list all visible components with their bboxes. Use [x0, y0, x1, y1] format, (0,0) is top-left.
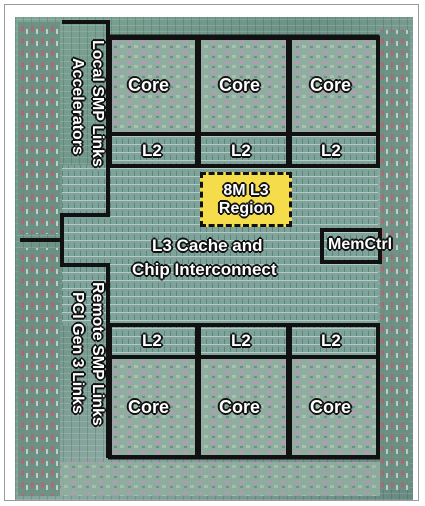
l2-label-bottom-1: L2	[142, 331, 162, 350]
l2-label-top-1: L2	[142, 141, 162, 160]
bottom-io-strip	[60, 462, 380, 496]
core-label-top-3: Core	[310, 75, 352, 95]
core-label-top-2: Core	[219, 75, 261, 95]
memctrl-block	[320, 228, 382, 264]
l2-label-top-3: L2	[321, 141, 341, 160]
l2-block-top-2	[197, 132, 290, 168]
l3-region-box: 8M L3 Region	[200, 172, 292, 227]
core-label-bottom-2: Core	[219, 397, 261, 417]
left-bottom-label-line2: PCI Gen 3 Links	[69, 292, 86, 414]
memctrl-label: MemCtrl	[328, 236, 393, 253]
left-top-region-outline	[20, 20, 110, 242]
core-block-bottom-1	[108, 355, 199, 459]
l3-region-label-line1: 8M L3	[223, 181, 269, 199]
core-label-bottom-3: Core	[310, 397, 352, 417]
core-block-top-2	[197, 36, 290, 136]
l2-label-top-2: L2	[231, 141, 251, 160]
l3-cache-label-line2: Chip Interconnect	[132, 260, 277, 279]
left-io-strip-bottom	[18, 248, 60, 496]
core-area-outline	[108, 34, 380, 165]
right-io-strip	[380, 30, 410, 490]
l2-label-bottom-2: L2	[231, 331, 251, 350]
left-bottom-region-outline	[60, 240, 110, 458]
left-io-strip-top	[18, 22, 60, 234]
l2-block-top-1	[108, 132, 199, 168]
core-block-top-3	[288, 36, 380, 136]
core-label-top-1: Core	[128, 75, 170, 95]
core-block-bottom-2	[197, 355, 290, 459]
left-bottom-label-line1: Remote SMP Links	[89, 282, 106, 426]
l3-cache-label-line1: L3 Cache and	[152, 236, 263, 255]
l3-region-label-line2: Region	[218, 199, 274, 217]
left-top-label-line2: Accelerators	[69, 58, 86, 155]
l2-label-bottom-3: L2	[321, 331, 341, 350]
core-label-bottom-1: Core	[128, 397, 170, 417]
left-top-label-line1: Local SMP Links	[89, 40, 106, 167]
